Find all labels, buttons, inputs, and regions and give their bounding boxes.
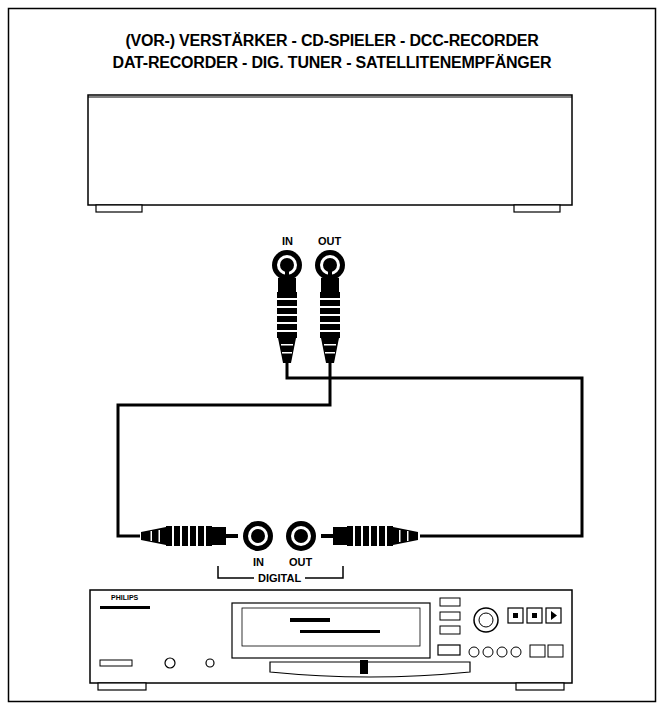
port-label: IN [253, 556, 264, 569]
group-label: DIGITAL [254, 572, 305, 585]
port-label: IN [282, 235, 293, 248]
diagram-title: (VOR-) VERSTÄRKER - CD-SPIELER - DCC-REC… [112, 30, 552, 74]
port-label: OUT [289, 556, 312, 569]
brand-logo: PHILIPS [111, 594, 138, 602]
port-label: OUT [318, 235, 341, 248]
